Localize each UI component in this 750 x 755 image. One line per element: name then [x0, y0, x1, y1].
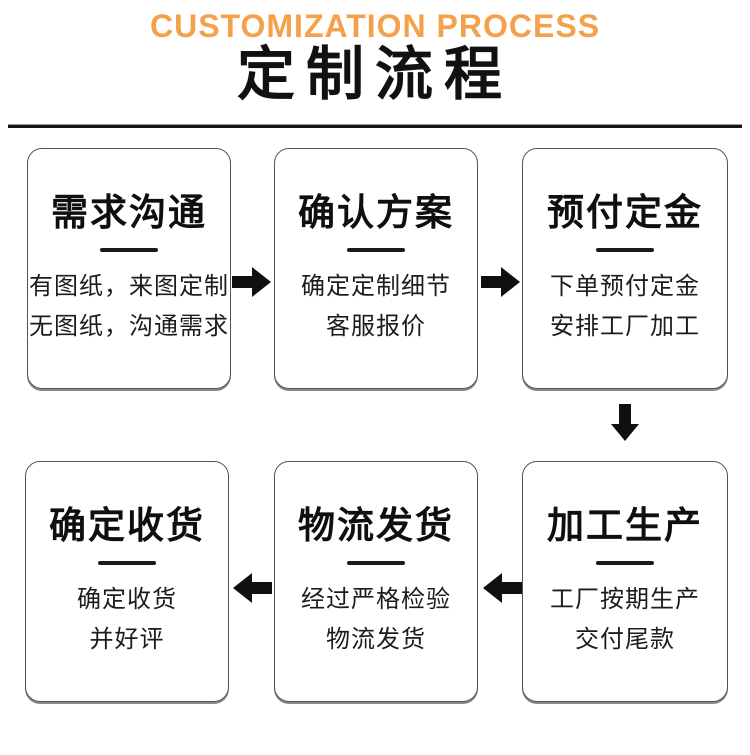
step-desc-line: 交付尾款 — [575, 625, 675, 653]
header-divider — [8, 124, 742, 128]
step-card-processing-production: 加工生产 工厂按期生产 交付尾款 — [522, 461, 728, 702]
step-desc-line: 并好评 — [89, 625, 165, 653]
arrow-left-icon — [232, 572, 272, 604]
title-underline — [98, 560, 156, 565]
step-desc-line: 物流发货 — [326, 625, 426, 653]
title-underline — [100, 247, 158, 252]
arrow-right-icon — [232, 266, 272, 298]
title-underline — [347, 560, 405, 565]
step-desc-line: 下单预付定金 — [550, 272, 700, 300]
arrow-down-icon — [610, 404, 640, 442]
step-title: 需求沟通 — [51, 191, 207, 233]
step-desc-line: 工厂按期生产 — [550, 585, 700, 613]
arrow-left-icon — [482, 572, 522, 604]
step-desc-line: 确定定制细节 — [301, 272, 451, 300]
step-desc-line: 无图纸，沟通需求 — [29, 312, 229, 340]
step-title: 物流发货 — [298, 504, 454, 546]
step-title: 预付定金 — [547, 191, 703, 233]
arrow-right-icon — [481, 266, 521, 298]
step-card-logistics-shipping: 物流发货 经过严格检验 物流发货 — [274, 461, 478, 702]
step-desc-line: 确定收货 — [77, 585, 177, 613]
page-title: 定制流程 — [236, 42, 513, 107]
title-underline — [347, 247, 405, 252]
step-card-prepay-deposit: 预付定金 下单预付定金 安排工厂加工 — [522, 148, 728, 389]
step-desc-line: 经过严格检验 — [301, 585, 451, 613]
title-underline — [596, 247, 654, 252]
step-desc-line: 安排工厂加工 — [550, 312, 700, 340]
step-title: 确认方案 — [298, 191, 454, 233]
step-title: 确定收货 — [49, 504, 205, 546]
title-underline — [596, 560, 654, 565]
step-card-confirm-receipt: 确定收货 确定收货 并好评 — [25, 461, 229, 702]
step-card-confirm-plan: 确认方案 确定定制细节 客服报价 — [274, 148, 478, 389]
step-desc-line: 客服报价 — [326, 312, 426, 340]
step-desc-line: 有图纸，来图定制 — [29, 272, 229, 300]
header-subtitle: CUSTOMIZATION PROCESS — [149, 8, 601, 44]
step-card-requirement-communication: 需求沟通 有图纸，来图定制 无图纸，沟通需求 — [27, 148, 231, 389]
step-title: 加工生产 — [547, 504, 703, 546]
